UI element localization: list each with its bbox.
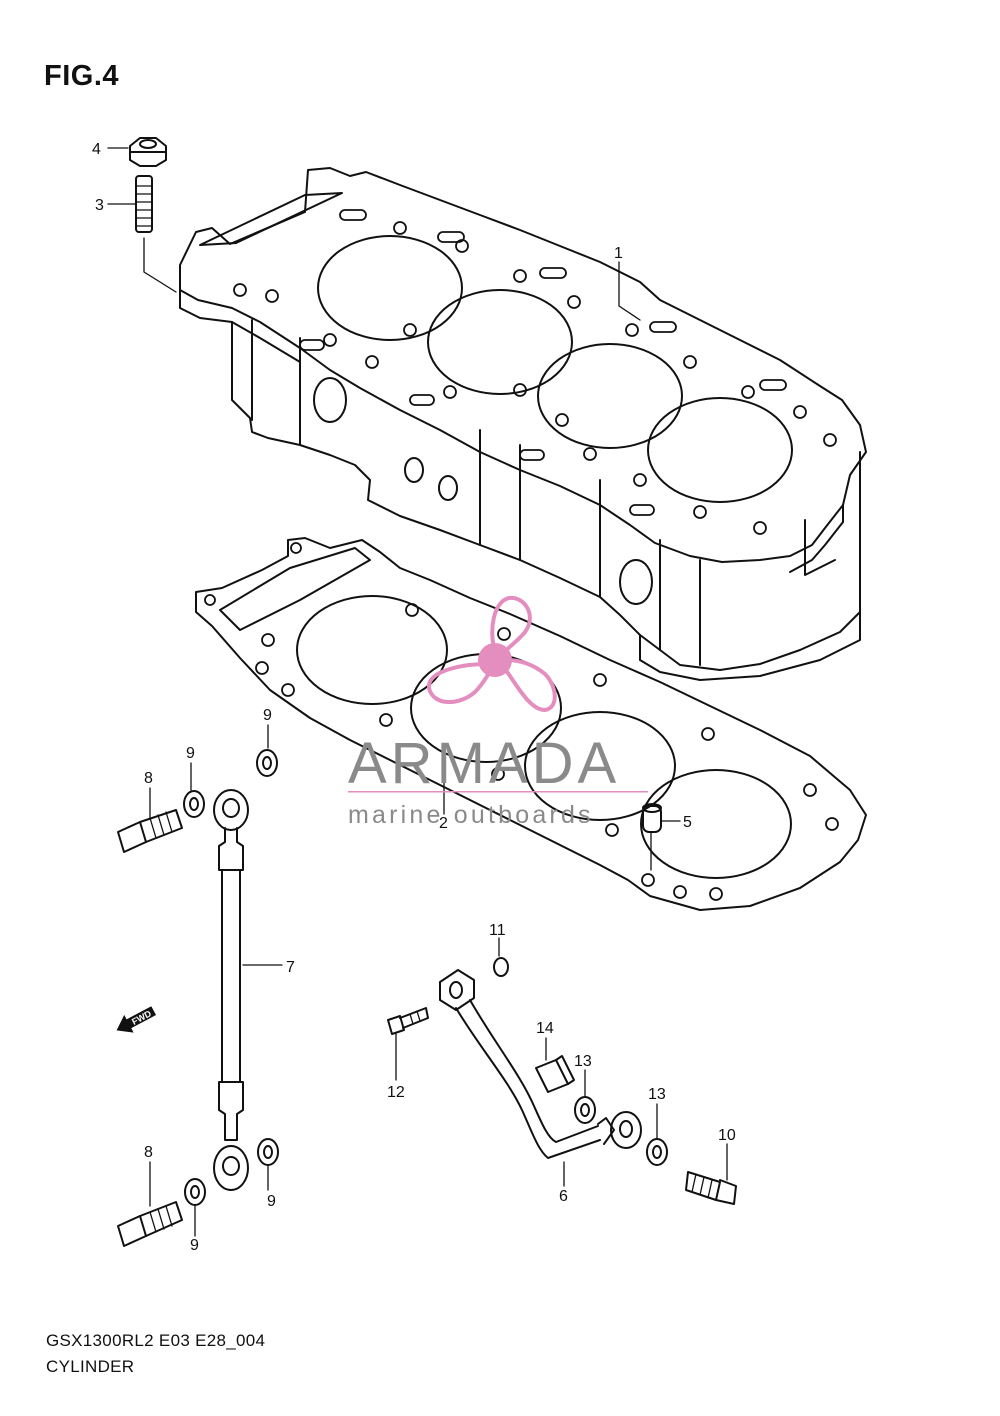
washer-9a[interactable] xyxy=(183,790,205,818)
flange-nut[interactable] xyxy=(129,137,167,167)
washer-13b[interactable] xyxy=(646,1138,668,1166)
callout-2: 2 xyxy=(439,815,448,832)
cylinder-block[interactable] xyxy=(179,167,867,681)
watermark-brand: ARMADA xyxy=(348,731,620,796)
dowel-pin[interactable] xyxy=(642,803,662,833)
callout-10: 10 xyxy=(718,1127,736,1144)
fwd-arrow-icon: FWD xyxy=(116,1006,157,1033)
cylinder-gasket[interactable] xyxy=(195,537,867,911)
figure-title: FIG.4 xyxy=(44,60,120,92)
washer-9b[interactable] xyxy=(256,749,278,777)
callout-9d: 9 xyxy=(267,1193,276,1210)
callout-6: 6 xyxy=(559,1188,568,1205)
callout-4: 4 xyxy=(92,141,101,158)
union-bolt-10[interactable] xyxy=(685,1171,737,1205)
oil-hose[interactable] xyxy=(213,789,249,1191)
union-bolt-lower[interactable] xyxy=(117,1201,183,1247)
watermark-tagline: marine outboards xyxy=(348,801,594,829)
callout-11: 11 xyxy=(489,922,506,939)
section-name: CYLINDER xyxy=(46,1357,135,1376)
callout-14: 14 xyxy=(536,1020,554,1037)
callout-13b: 13 xyxy=(648,1086,666,1103)
callout-9b: 9 xyxy=(263,707,272,724)
o-ring[interactable] xyxy=(493,957,509,977)
washer-9d[interactable] xyxy=(257,1138,279,1166)
callout-labels: 1 2 3 4 5 6 7 8 8 9 9 9 9 10 11 12 13 13… xyxy=(92,141,736,1254)
propeller-icon xyxy=(427,595,557,713)
callout-9c: 9 xyxy=(190,1237,199,1254)
callout-7: 7 xyxy=(286,959,295,976)
callout-13a: 13 xyxy=(574,1053,592,1070)
washer-13a[interactable] xyxy=(574,1096,596,1124)
mounting-bolt[interactable] xyxy=(387,1007,429,1035)
union-bolt-upper[interactable] xyxy=(117,809,183,853)
pipe-cushion[interactable] xyxy=(535,1055,575,1093)
callout-5: 5 xyxy=(683,814,692,831)
callout-3: 3 xyxy=(95,197,104,214)
callout-8a: 8 xyxy=(144,770,153,787)
callout-8b: 8 xyxy=(144,1144,153,1161)
stud-bolt[interactable] xyxy=(135,175,153,233)
callout-12: 12 xyxy=(387,1084,405,1101)
callout-9a: 9 xyxy=(186,745,195,762)
armada-watermark: ARMADA marine outboards xyxy=(348,595,648,829)
washer-9c[interactable] xyxy=(184,1178,206,1206)
model-code: GSX1300RL2 E03 E28_004 xyxy=(46,1331,266,1350)
oil-pipe[interactable] xyxy=(439,969,642,1159)
callout-1: 1 xyxy=(614,245,623,262)
